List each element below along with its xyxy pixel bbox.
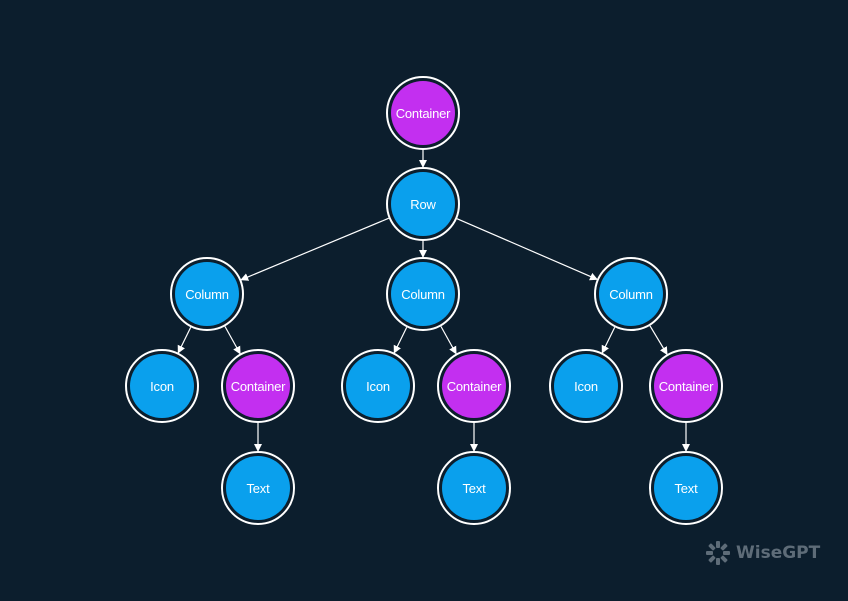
node-icon-3: Icon [549, 349, 623, 423]
node-label: Container [226, 354, 290, 418]
node-label: Container [391, 81, 455, 145]
node-label: Column [599, 262, 663, 326]
node-column-2: Column [386, 257, 460, 331]
watermark-text: WiseGPT [736, 543, 821, 563]
node-label: Column [175, 262, 239, 326]
node-container-3: Container [649, 349, 723, 423]
node-container-2: Container [437, 349, 511, 423]
node-text-1: Text [221, 451, 295, 525]
wisegpt-logo-icon [706, 541, 730, 565]
edge-row-to-column-3 [456, 218, 598, 281]
node-label: Icon [130, 354, 194, 418]
node-label: Container [654, 354, 718, 418]
node-label: Icon [346, 354, 410, 418]
node-root-container: Container [386, 76, 460, 150]
edge-column-2-to-container-2 [440, 326, 457, 355]
edge-column-1-to-icon-1 [177, 326, 192, 354]
node-label: Column [391, 262, 455, 326]
node-text-2: Text [437, 451, 511, 525]
node-container-1: Container [221, 349, 295, 423]
node-row: Row [386, 167, 460, 241]
node-icon-2: Icon [341, 349, 415, 423]
edge-column-1-to-container-1 [224, 326, 241, 355]
node-label: Icon [554, 354, 618, 418]
node-text-3: Text [649, 451, 723, 525]
node-label: Text [442, 456, 506, 520]
edge-row-to-column-1 [240, 217, 390, 281]
node-icon-1: Icon [125, 349, 199, 423]
edge-column-3-to-container-3 [649, 325, 668, 356]
node-label: Row [391, 172, 455, 236]
node-column-1: Column [170, 257, 244, 331]
node-column-3: Column [594, 257, 668, 331]
node-label: Text [226, 456, 290, 520]
edge-column-2-to-icon-2 [393, 326, 408, 354]
edge-column-3-to-icon-3 [601, 326, 616, 354]
node-label: Text [654, 456, 718, 520]
watermark: WiseGPT [705, 540, 820, 566]
node-label: Container [442, 354, 506, 418]
